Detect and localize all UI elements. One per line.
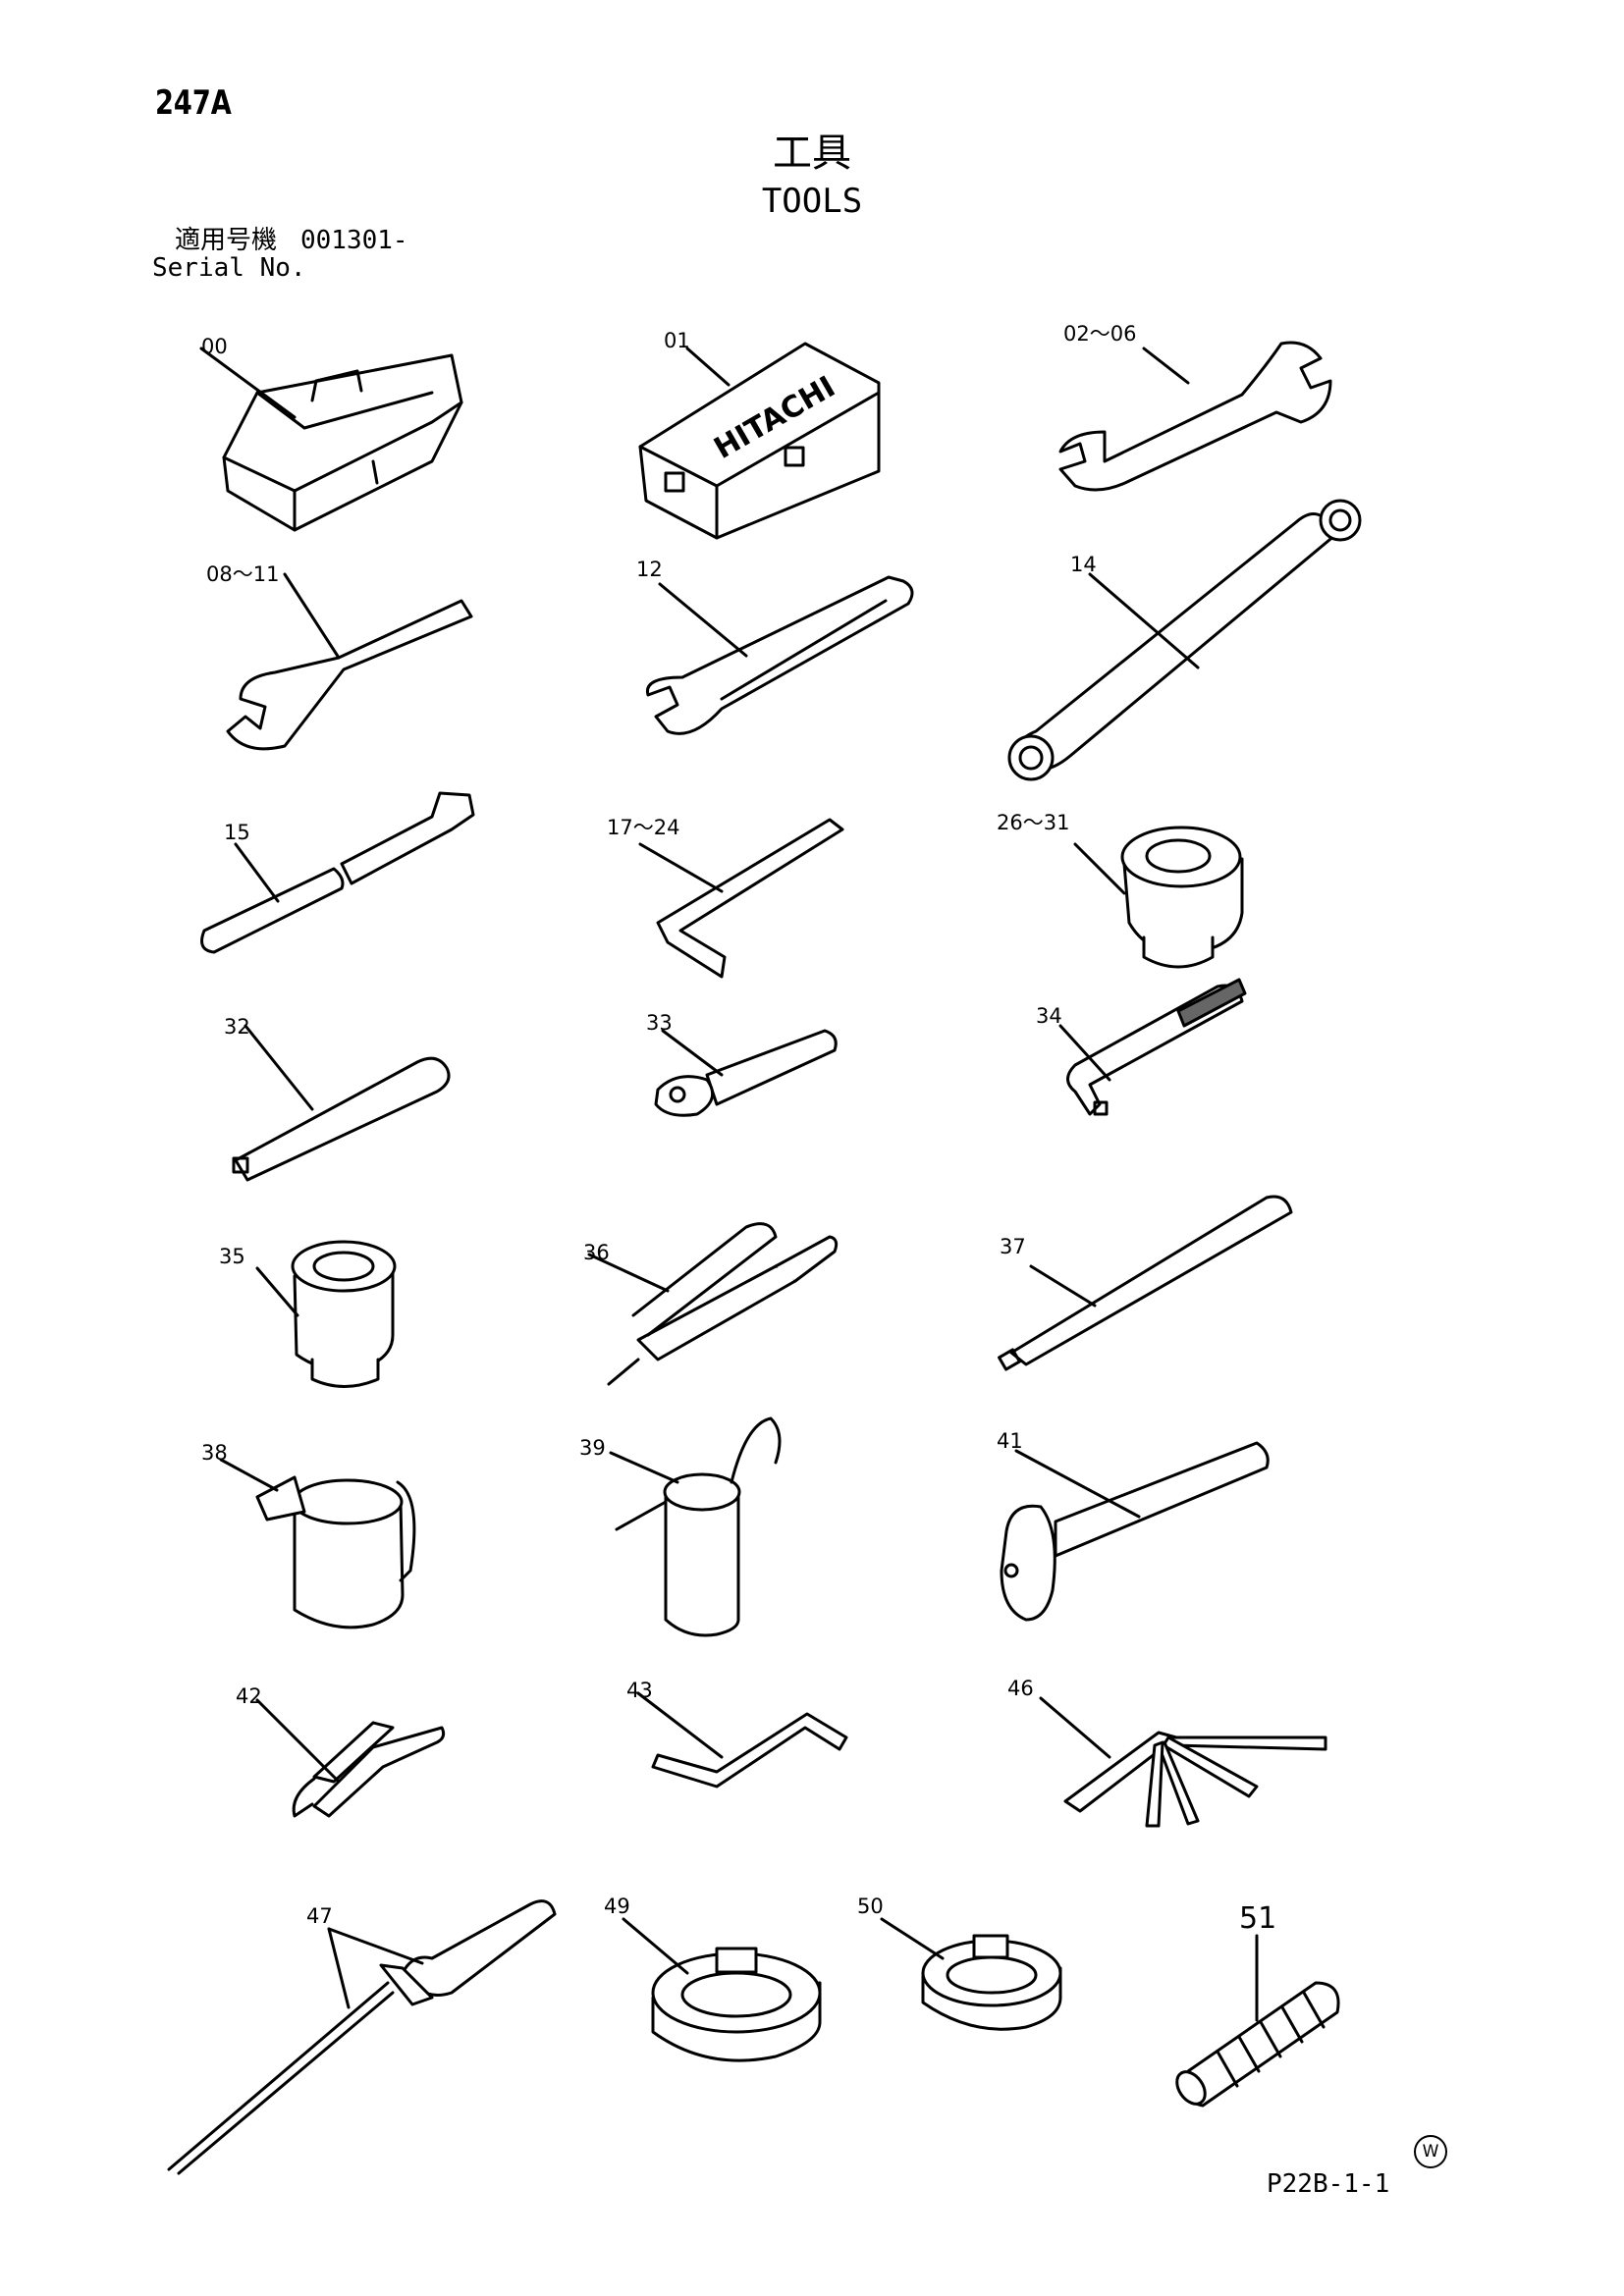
adjustable-wrench-drawing-12 <box>645 575 914 735</box>
callout-02: 02～06 <box>1063 322 1137 346</box>
callout-43: 43 <box>626 1679 653 1702</box>
oiler-drawing-39 <box>609 1416 782 1637</box>
callout-46: 46 <box>1007 1677 1034 1700</box>
socket-drawing-26 <box>1073 826 1244 969</box>
sliding-handle-drawing-34 <box>1058 978 1247 1116</box>
serial-label-japanese: 適用号機 <box>175 226 278 255</box>
page-number: 247A <box>155 83 232 123</box>
callout-36: 36 <box>583 1241 610 1264</box>
callout-00: 00 <box>201 335 228 358</box>
bar-drawing-15 <box>200 791 475 954</box>
filter-wrench-drawing-49 <box>622 1917 822 2062</box>
serial-number-value: 001301- <box>300 226 408 255</box>
page-title-japanese: 工具 <box>773 131 851 176</box>
steelbox-drawing-01: HITACHI <box>638 342 881 540</box>
callout-37: 37 <box>1000 1235 1026 1258</box>
page-title-english: TOOLS <box>761 182 863 221</box>
pliers-drawing-42 <box>255 1698 446 1818</box>
callout-15: 15 <box>224 821 250 844</box>
hex-key-drawing-17 <box>638 818 844 979</box>
callout-51: 51 <box>1239 1901 1277 1936</box>
callout-38: 38 <box>201 1441 228 1465</box>
callout-26: 26～31 <box>997 811 1070 834</box>
callout-12: 12 <box>636 558 663 581</box>
callout-35: 35 <box>219 1245 245 1268</box>
grease-gun-drawing-36 <box>587 1222 839 1386</box>
lever-drawing-43 <box>636 1691 848 1789</box>
socket-drawing-35 <box>255 1240 397 1388</box>
extension-bar-drawing-32 <box>232 1024 451 1182</box>
callout-42: 42 <box>236 1684 262 1708</box>
callout-34: 34 <box>1036 1004 1062 1028</box>
spanner-drawing-02 <box>1058 341 1332 492</box>
callout-08: 08～11 <box>206 562 280 586</box>
toolbox-drawing-00 <box>199 347 463 532</box>
torque-wrench-drawing-37 <box>998 1195 1293 1371</box>
callout-39: 39 <box>579 1436 606 1460</box>
callout-49: 49 <box>604 1895 630 1918</box>
callout-14: 14 <box>1070 553 1097 576</box>
callout-50: 50 <box>857 1895 884 1918</box>
w-mark: W <box>1414 2135 1447 2168</box>
callout-41: 41 <box>997 1429 1023 1453</box>
filter-wrench-drawing-50 <box>880 1917 1062 2031</box>
oil-jug-drawing-38 <box>219 1458 416 1629</box>
spring-drawing-51 <box>1175 1934 1340 2108</box>
callout-33: 33 <box>646 1011 673 1035</box>
ring-spanner-drawing-14 <box>1007 499 1362 781</box>
callout-01: 01 <box>664 329 690 352</box>
feeler-gauge-drawing-46 <box>1039 1696 1327 1828</box>
ratchet-handle-drawing-33 <box>654 1029 838 1117</box>
callout-17: 17～24 <box>607 816 680 839</box>
callout-32: 32 <box>224 1015 250 1039</box>
slogging-spanner-drawing-08 <box>226 572 473 751</box>
serial-label-english: Serial No. <box>152 253 306 283</box>
figure-reference: P22B-1-1 <box>1267 2169 1390 2199</box>
callout-47: 47 <box>306 1904 333 1928</box>
screwdriver-drawing-47 <box>167 1899 557 2175</box>
hammer-drawing-41 <box>1000 1441 1270 1622</box>
